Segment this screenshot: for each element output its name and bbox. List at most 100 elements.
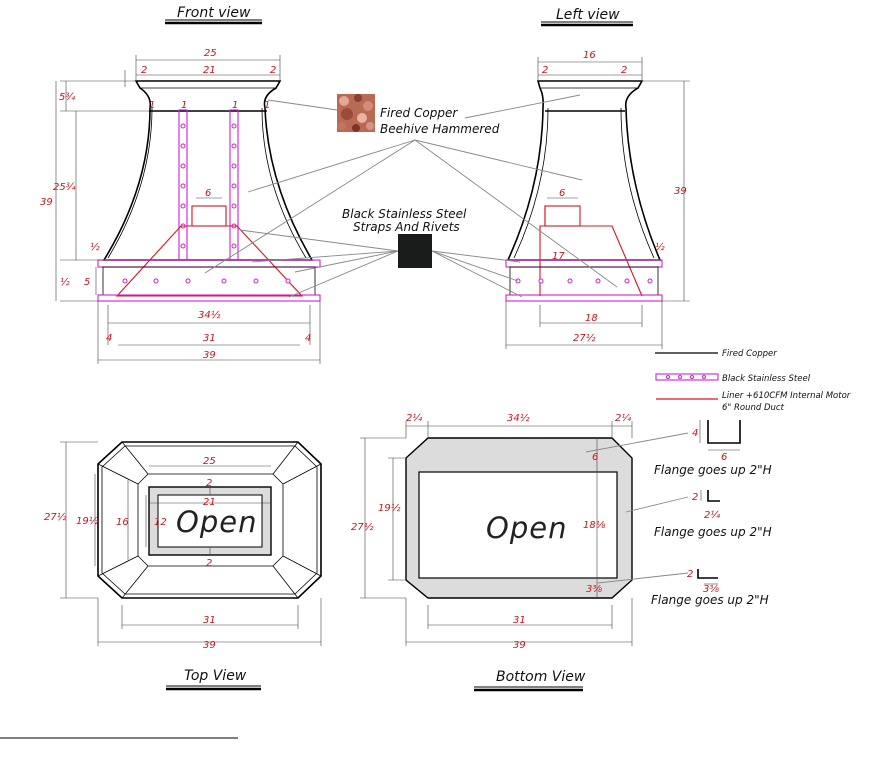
flange3-dim-3-38: 3⅜ <box>703 584 719 595</box>
front-hood-outline <box>102 80 314 261</box>
front-dim-mid-21: 21 <box>203 65 216 76</box>
legend-copper-label: Fired Copper <box>722 349 777 359</box>
legend-liner-label-2: 6" Round Duct <box>722 403 785 413</box>
front-dimensions: 25 2 21 2 5¾ 25¾ 39 ½ ½ 5 6 1 1 1 1 34½ … <box>40 48 311 361</box>
top-corner-lines <box>97 441 322 599</box>
front-dim-one-a: 1 <box>149 100 155 111</box>
left-band-rivets <box>515 278 653 284</box>
top-dim-w-21: 21 <box>203 497 216 508</box>
top-dim-w-39: 39 <box>203 640 216 651</box>
bottom-dim-w-39: 39 <box>513 640 526 651</box>
top-dim-h-12: 12 <box>154 517 167 528</box>
front-dim-one-d: 1 <box>264 100 270 111</box>
flange-label-2: Flange goes up 2"H <box>654 525 772 539</box>
bottom-open-label: Open <box>486 511 567 545</box>
left-dimensions: 16 2 2 39 6 ½ 17 18 27½ <box>542 50 687 344</box>
front-dim-one-c: 1 <box>232 100 238 111</box>
flange-detail-2: 2 2¼ Flange goes up 2"H <box>654 490 772 539</box>
front-dim-right-2: 2 <box>270 65 276 76</box>
top-dimensions: 25 2 21 2 27½ 19½ 16 12 31 39 <box>44 456 216 651</box>
left-view-drawing: 16 2 2 39 6 ½ 17 18 27½ <box>505 50 690 349</box>
front-dim-w-39: 39 <box>203 350 216 361</box>
flange3-dim-2: 2 <box>687 569 693 580</box>
left-dim-top-16: 16 <box>583 50 596 61</box>
left-dim-r2: 2 <box>621 65 627 76</box>
top-dim-h-16: 16 <box>116 517 129 528</box>
bottom-dim-corner-left: 2¼ <box>406 412 422 424</box>
left-dim-duct-6: 6 <box>559 188 565 199</box>
bottom-dim-d-6: 6 <box>592 452 598 463</box>
legend-steel-swatch <box>655 373 719 381</box>
front-dim-base-5: 5 <box>84 277 90 288</box>
front-dim-left-2: 2 <box>141 65 147 76</box>
left-dim-w-27-12: 27½ <box>573 332 596 344</box>
front-duct <box>191 205 227 227</box>
front-dim-band-half: ½ <box>90 241 100 253</box>
flange2-dim-2: 2 <box>692 492 698 503</box>
left-dim-liner-17: 17 <box>552 251 565 262</box>
front-dim-off-4-left: 4 <box>106 333 112 344</box>
bottom-dim-w-31: 31 <box>513 615 526 626</box>
top-view-title: Top View <box>184 668 247 684</box>
front-view-drawing: 25 2 21 2 5¾ 25¾ 39 ½ ½ 5 6 1 1 1 1 34½ … <box>40 48 321 364</box>
bottom-dimensions: 34½ 2¼ 2¼ 27½ 19½ 6 18⅛ 3⅜ 31 39 <box>351 412 631 651</box>
front-dim-w-31: 31 <box>203 333 216 344</box>
flange-detail-1: 4 6 Flange goes up 2"H <box>654 420 772 477</box>
flange-label-1: Flange goes up 2"H <box>654 463 772 477</box>
front-dim-h-39: 39 <box>40 197 53 208</box>
front-dim-base-half: ½ <box>60 276 70 288</box>
top-dim-h-27-12: 27½ <box>44 511 67 523</box>
left-duct <box>544 205 581 227</box>
left-view-title: Left view <box>556 7 620 23</box>
front-strap-rivets <box>180 123 237 249</box>
front-dim-w-34-12: 34½ <box>198 309 221 321</box>
black-stainless-swatch <box>398 234 432 268</box>
top-dim-w-31: 31 <box>203 615 216 626</box>
steel-label-line1: Black Stainless Steel <box>342 207 467 221</box>
top-dim-w-25: 25 <box>203 456 216 467</box>
view-titles: Front view Left view Top View Bottom Vie… <box>165 5 633 692</box>
callout-leaders <box>204 94 618 298</box>
top-open-label: Open <box>176 505 257 539</box>
front-dim-h-5-34: 5¾ <box>59 92 75 103</box>
left-dim-band-half: ½ <box>655 241 665 253</box>
bottom-dim-h-27-12: 27½ <box>351 521 374 533</box>
left-dim-h-39: 39 <box>674 186 687 197</box>
bottom-view-title: Bottom View <box>496 669 586 685</box>
left-dim-l2: 2 <box>542 65 548 76</box>
flange1-dim-4: 4 <box>692 428 698 439</box>
top-dim-d-2b: 2 <box>206 558 212 569</box>
legend-liner-label-1: Liner +610CFM Internal Motor <box>722 391 851 401</box>
front-view-title: Front view <box>177 5 251 21</box>
top-dim-h-19-12: 19½ <box>76 515 99 527</box>
left-liner <box>539 206 643 297</box>
front-band-bottom <box>97 294 321 302</box>
flange-details: 4 6 Flange goes up 2"H 2 2¼ Flange goes … <box>651 420 772 607</box>
flange1-dim-6: 6 <box>721 452 727 463</box>
front-dim-duct-6: 6 <box>205 188 211 199</box>
legend: Fired Copper Black Stainless Steel Liner… <box>655 349 851 413</box>
front-dim-off-4-right: 4 <box>305 333 311 344</box>
left-dim-w-18: 18 <box>585 313 598 324</box>
bottom-view-drawing: Open 34½ 2¼ 2¼ 27½ 19½ 6 18⅛ <box>351 412 689 651</box>
copper-label-line2: Beehive Hammered <box>380 122 500 136</box>
top-view-drawing: Open 25 2 21 2 27½ 19½ 16 12 31 39 <box>44 441 322 651</box>
left-hood-outline <box>506 80 662 261</box>
bottom-dim-h-19-12: 19½ <box>378 502 401 514</box>
flange-detail-3: 2 3⅜ Flange goes up 2"H <box>651 569 769 607</box>
front-band-top <box>97 259 321 268</box>
bottom-dim-d-3-38: 3⅜ <box>586 584 602 595</box>
bottom-dim-corner-right: 2¼ <box>615 412 631 424</box>
front-dim-one-b: 1 <box>181 100 187 111</box>
front-dim-h-25-34: 25¾ <box>53 182 76 193</box>
front-dim-top-width: 25 <box>204 48 217 59</box>
fired-copper-swatch <box>337 94 375 132</box>
material-callouts: Fired Copper Beehive Hammered Black Stai… <box>204 94 618 298</box>
flange-label-3: Flange goes up 2"H <box>651 593 769 607</box>
copper-label-line1: Fired Copper <box>380 106 458 120</box>
left-band-bottom <box>505 294 663 302</box>
bottom-dim-h-18-18: 18⅛ <box>583 520 606 531</box>
legend-steel-label: Black Stainless Steel <box>722 374 811 384</box>
front-liner <box>115 225 304 297</box>
